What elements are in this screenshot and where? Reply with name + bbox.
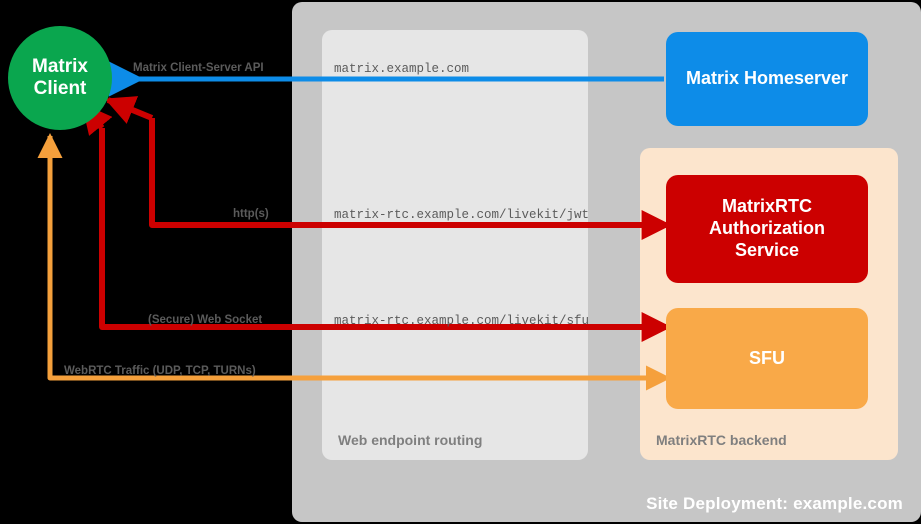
- label-webrtc-traffic: WebRTC Traffic (UDP, TCP, TURNs): [64, 365, 256, 377]
- endpoint-livekit-sfu: matrix-rtc.example.com/livekit/sfu: [334, 314, 590, 328]
- matrixrtc-authorization-service-node[interactable]: MatrixRTC Authorization Service: [666, 175, 868, 283]
- label-matrix-client-server-api: Matrix Client-Server API: [133, 62, 264, 74]
- auth-service-label-line2: Authorization: [709, 218, 825, 239]
- matrix-client-label-line2: Client: [33, 78, 87, 99]
- sfu-label: SFU: [749, 347, 785, 368]
- matrix-client-node[interactable]: Matrix Client: [8, 26, 112, 130]
- label-http-s: http(s): [233, 208, 269, 220]
- auth-service-label-line1: MatrixRTC: [721, 196, 812, 217]
- endpoint-matrix-example-com: matrix.example.com: [334, 62, 470, 76]
- matrix-homeserver-node[interactable]: Matrix Homeserver: [666, 32, 868, 126]
- matrix-homeserver-label: Matrix Homeserver: [685, 68, 849, 89]
- matrixrtc-backend-label: MatrixRTC backend: [656, 432, 787, 448]
- site-deployment-label: Site Deployment: example.com: [646, 494, 903, 513]
- label-secure-web-socket: (Secure) Web Socket: [148, 314, 263, 326]
- web-endpoint-routing-label: Web endpoint routing: [338, 432, 483, 448]
- sfu-node[interactable]: SFU: [666, 308, 868, 409]
- auth-service-label-line3: Service: [734, 239, 800, 260]
- web-endpoint-routing-panel: Web endpoint routing: [322, 30, 588, 460]
- matrix-client-label-line1: Matrix: [32, 55, 88, 77]
- endpoint-livekit-jwt: matrix-rtc.example.com/livekit/jwt: [334, 208, 590, 222]
